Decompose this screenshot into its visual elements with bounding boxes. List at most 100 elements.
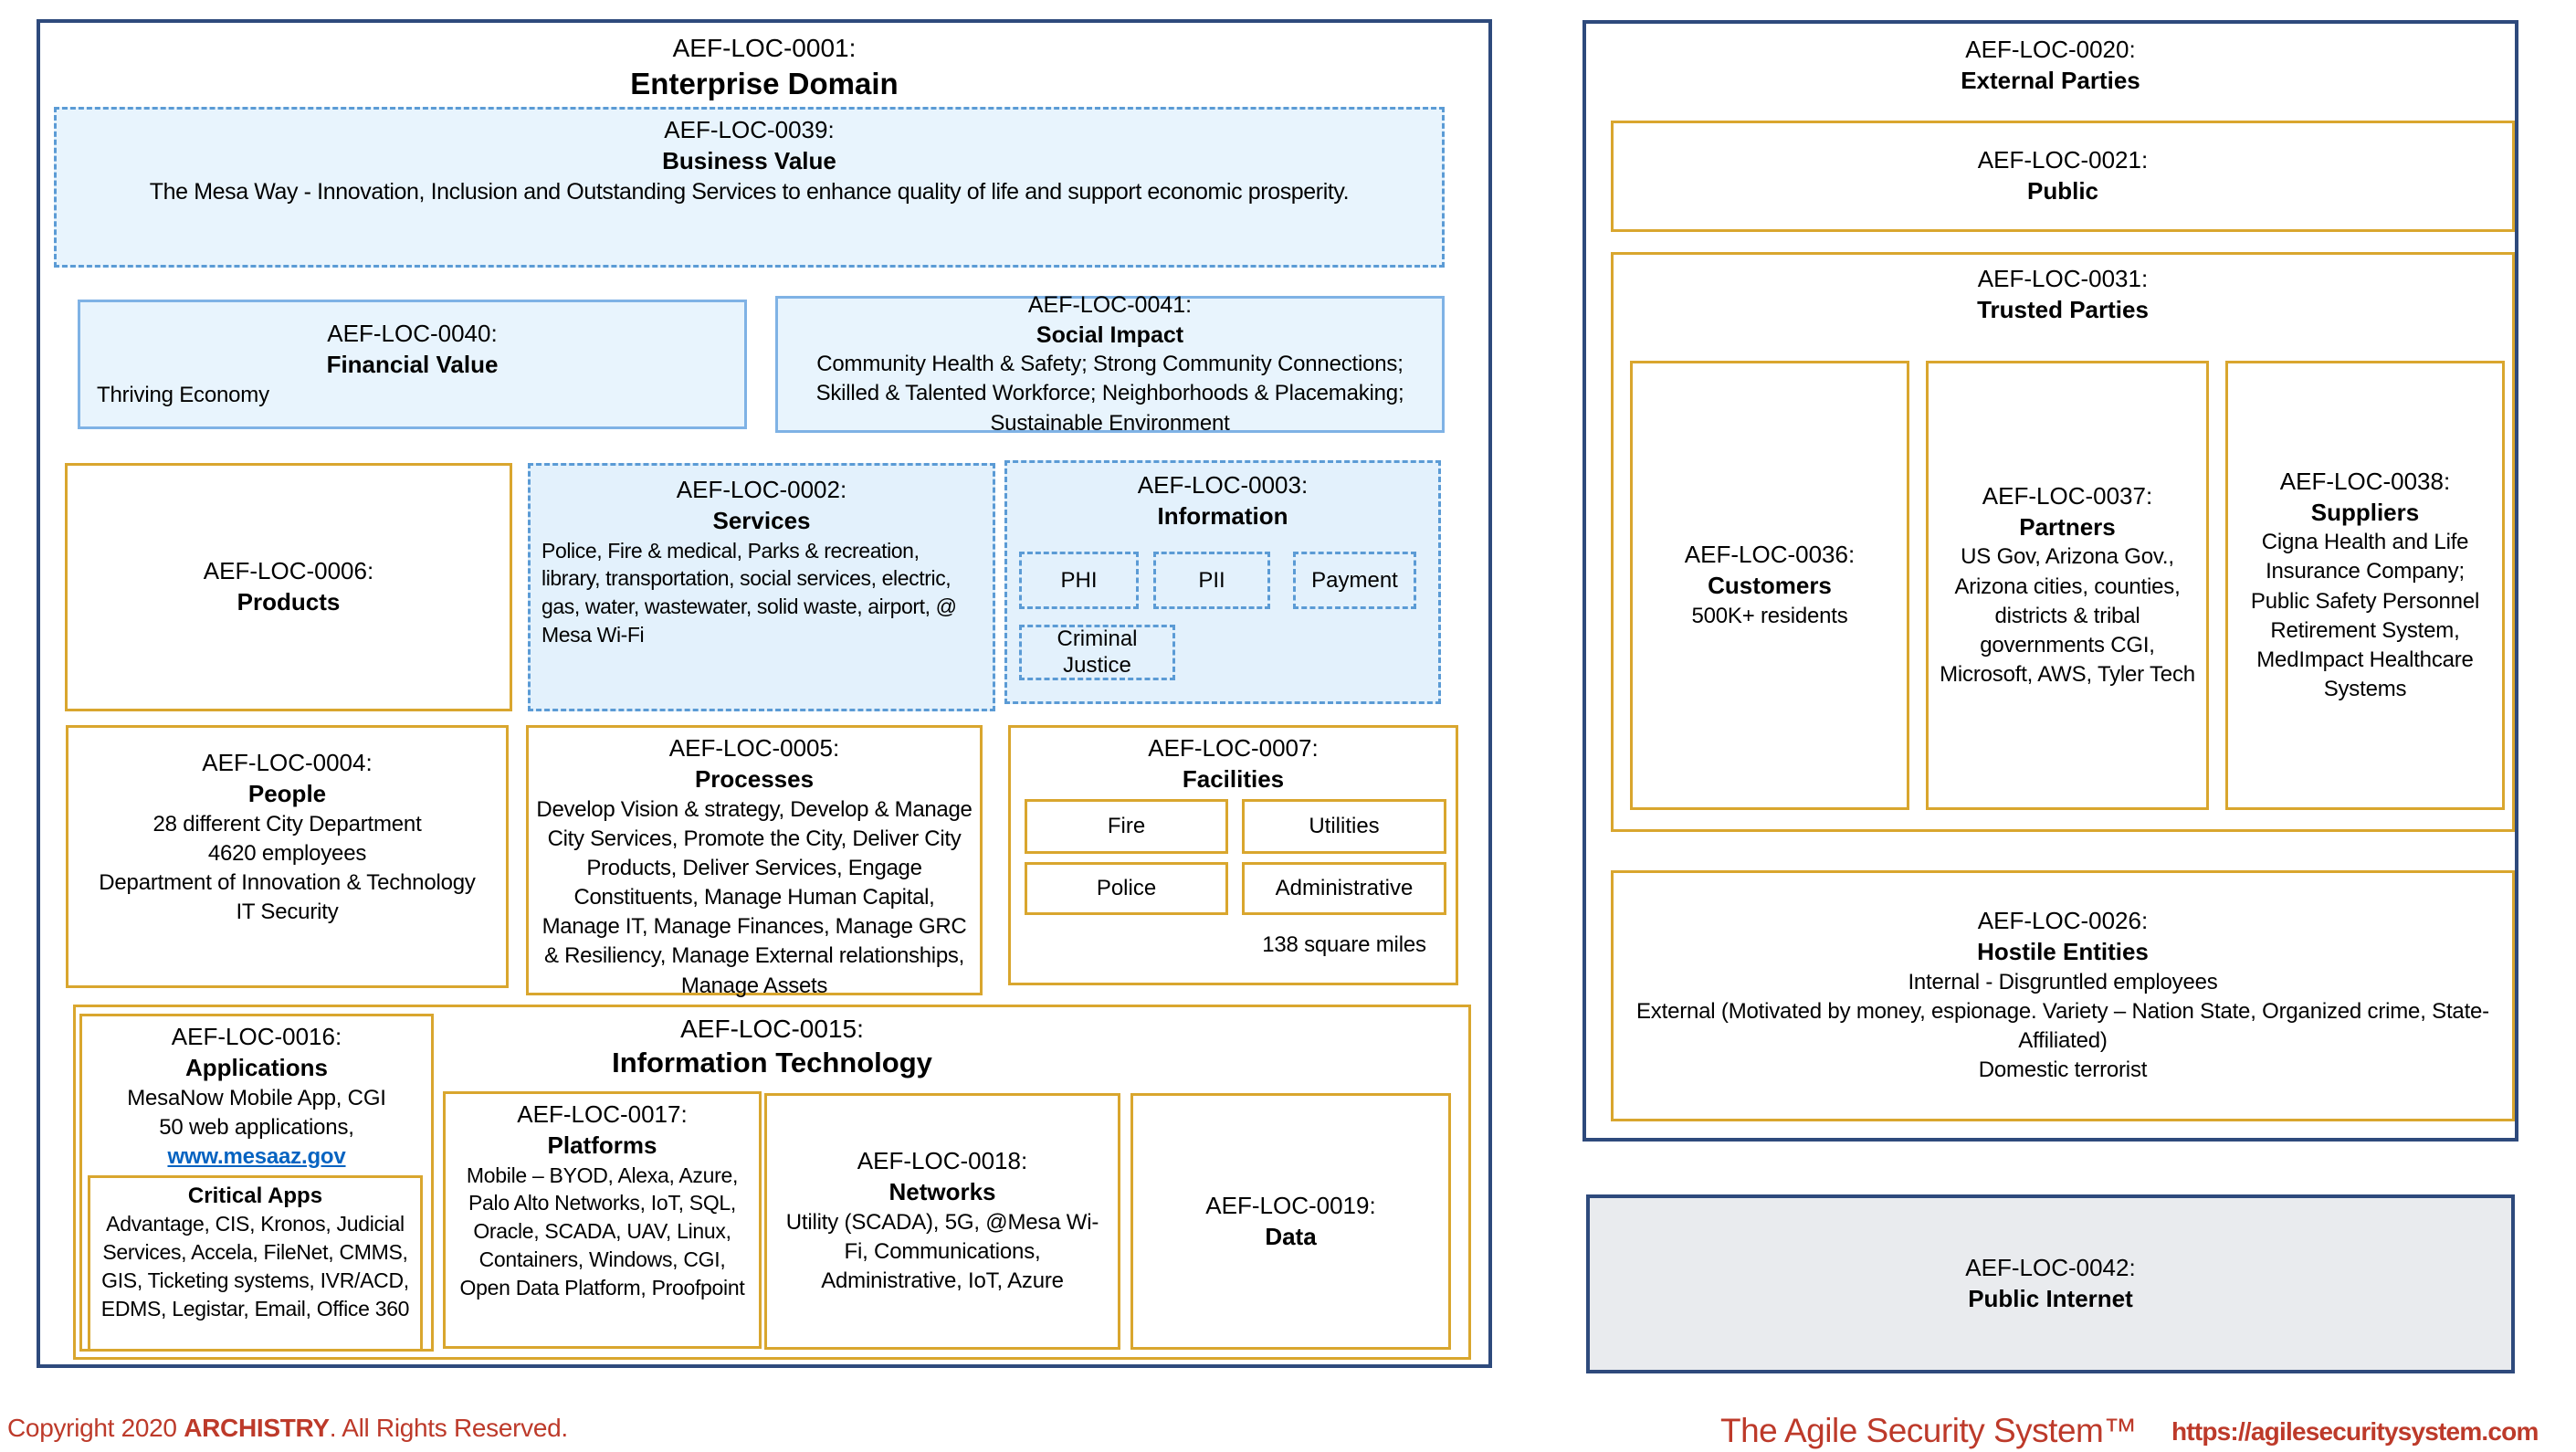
information-box: AEF-LOC-0003: Information PHI PII Paymen… bbox=[1004, 460, 1441, 704]
products-title: Products bbox=[237, 588, 341, 616]
data-code: AEF-LOC-0019: bbox=[1205, 1191, 1376, 1219]
business-value-box: AEF-LOC-0039: Business Value The Mesa Wa… bbox=[54, 107, 1445, 268]
people-box: AEF-LOC-0004: People 28 different City D… bbox=[66, 725, 509, 988]
information-technology-box: AEF-LOC-0015: Information Technology AEF… bbox=[73, 1005, 1471, 1360]
agile-security-url[interactable]: https://agilesecuritysystem.com bbox=[2171, 1417, 2539, 1446]
applications-line2: 50 web applications, bbox=[159, 1114, 354, 1140]
public-internet-title: Public Internet bbox=[1968, 1285, 2133, 1312]
applications-box: AEF-LOC-0016: Applications MesaNow Mobil… bbox=[79, 1014, 434, 1352]
facilities-box: AEF-LOC-0007: Facilities Fire Utilities … bbox=[1008, 725, 1458, 985]
hostile-entities-title: Hostile Entities bbox=[1977, 938, 2149, 966]
business-value-title: Business Value bbox=[662, 146, 836, 174]
financial-value-body: Thriving Economy bbox=[97, 382, 269, 407]
applications-code: AEF-LOC-0016: bbox=[171, 1023, 342, 1050]
trusted-parties-header: AEF-LOC-0031: Trusted Parties bbox=[1614, 264, 2512, 326]
suppliers-code: AEF-LOC-0038: bbox=[2279, 467, 2451, 495]
hostile-entities-line1: Internal - Disgruntled employees bbox=[1908, 969, 2218, 994]
enterprise-domain-header: AEF-LOC-0001: Enterprise Domain bbox=[40, 32, 1488, 103]
networks-code: AEF-LOC-0018: bbox=[857, 1147, 1028, 1175]
partners-body: US Gov, Arizona Gov., Arizona cities, co… bbox=[1940, 544, 2195, 688]
hostile-entities-box: AEF-LOC-0026: Hostile Entities Internal … bbox=[1611, 870, 2515, 1121]
people-line: 28 different City Department bbox=[152, 811, 422, 836]
products-code: AEF-LOC-0006: bbox=[203, 557, 374, 585]
processes-box: AEF-LOC-0005: Processes Develop Vision &… bbox=[526, 725, 983, 998]
customers-title: Customers bbox=[1708, 571, 1832, 599]
enterprise-domain-title: Enterprise Domain bbox=[630, 67, 899, 101]
services-body: Police, Fire & medical, Parks & recreati… bbox=[541, 538, 957, 647]
processes-title: Processes bbox=[694, 764, 815, 793]
information-tag-phi: PHI bbox=[1019, 552, 1139, 609]
data-box: AEF-LOC-0019: Data bbox=[1130, 1093, 1451, 1350]
information-tag-pii: PII bbox=[1153, 552, 1270, 609]
processes-code: AEF-LOC-0005: bbox=[668, 734, 840, 762]
suppliers-box: AEF-LOC-0038: Suppliers Cigna Health and… bbox=[2225, 361, 2505, 810]
information-tag-payment: Payment bbox=[1293, 552, 1416, 609]
facilities-tag-fire: Fire bbox=[1025, 799, 1228, 854]
critical-apps-box: Critical Apps Advantage, CIS, Kronos, Ju… bbox=[88, 1175, 423, 1352]
platforms-code: AEF-LOC-0017: bbox=[517, 1100, 688, 1128]
people-title: People bbox=[247, 779, 327, 807]
facilities-code: AEF-LOC-0007: bbox=[1148, 734, 1319, 762]
facilities-note: 138 square miles bbox=[1262, 932, 1426, 957]
business-value-body: The Mesa Way - Innovation, Inclusion and… bbox=[149, 178, 1350, 205]
services-title: Services bbox=[712, 506, 811, 534]
public-title: Public bbox=[2026, 177, 2098, 205]
people-line: IT Security bbox=[236, 900, 339, 925]
enterprise-domain-code: AEF-LOC-0001: bbox=[672, 34, 857, 62]
copyright-prefix: Copyright 2020 bbox=[7, 1414, 184, 1442]
facilities-tag-utilities: Utilities bbox=[1242, 799, 1446, 854]
information-technology-title: Information Technology bbox=[612, 1047, 932, 1079]
external-parties-title: External Parties bbox=[1961, 66, 2140, 94]
partners-code: AEF-LOC-0037: bbox=[1982, 481, 2153, 510]
customers-code: AEF-LOC-0036: bbox=[1684, 541, 1856, 569]
critical-apps-title: Critical Apps bbox=[187, 1184, 323, 1208]
data-title: Data bbox=[1265, 1222, 1317, 1250]
customers-box: AEF-LOC-0036: Customers 500K+ residents bbox=[1630, 361, 1909, 810]
trusted-parties-code: AEF-LOC-0031: bbox=[1977, 265, 2149, 292]
networks-body: Utility (SCADA), 5G, @Mesa Wi-Fi, Commun… bbox=[785, 1210, 1099, 1294]
copyright-text: Copyright 2020 ARCHISTRY. All Rights Res… bbox=[7, 1414, 568, 1443]
public-box: AEF-LOC-0021: Public bbox=[1611, 121, 2515, 232]
services-box: AEF-LOC-0002: Services Police, Fire & me… bbox=[528, 463, 995, 711]
mesaaz-link[interactable]: www.mesaaz.gov bbox=[167, 1143, 346, 1169]
social-impact-box: AEF-LOC-0041: Social Impact Community He… bbox=[775, 292, 1445, 436]
applications-title: Applications bbox=[184, 1053, 328, 1081]
hostile-entities-line2: External (Motivated by money, espionage.… bbox=[1636, 999, 2489, 1054]
copyright-brand: ARCHISTRY bbox=[184, 1414, 330, 1442]
partners-title: Partners bbox=[2019, 512, 2116, 541]
facilities-title: Facilities bbox=[1182, 764, 1285, 793]
public-code: AEF-LOC-0021: bbox=[1977, 146, 2149, 174]
business-value-code: AEF-LOC-0039: bbox=[664, 116, 835, 143]
platforms-title: Platforms bbox=[547, 1131, 657, 1159]
platforms-box: AEF-LOC-0017: Platforms Mobile – BYOD, A… bbox=[443, 1091, 762, 1349]
trusted-parties-title: Trusted Parties bbox=[1977, 295, 2149, 323]
people-code: AEF-LOC-0004: bbox=[202, 749, 373, 776]
customers-body: 500K+ residents bbox=[1691, 603, 1848, 628]
networks-box: AEF-LOC-0018: Networks Utility (SCADA), … bbox=[764, 1093, 1120, 1350]
information-header: AEF-LOC-0003: Information bbox=[1007, 470, 1438, 532]
external-parties-header: AEF-LOC-0020: External Parties bbox=[1586, 35, 2515, 97]
critical-apps-body: Advantage, CIS, Kronos, Judicial Service… bbox=[100, 1212, 410, 1320]
information-title: Information bbox=[1157, 501, 1288, 530]
social-impact-body: Community Health & Safety; Strong Commun… bbox=[815, 352, 1404, 436]
people-line: 4620 employees bbox=[207, 840, 367, 866]
financial-value-code: AEF-LOC-0040: bbox=[327, 320, 498, 348]
external-parties-code: AEF-LOC-0020: bbox=[1965, 36, 2136, 63]
platforms-body: Mobile – BYOD, Alexa, Azure, Palo Alto N… bbox=[459, 1163, 745, 1299]
facilities-tag-administrative: Administrative bbox=[1242, 862, 1446, 915]
hostile-entities-line3: Domestic terrorist bbox=[1978, 1057, 2148, 1083]
products-box: AEF-LOC-0006: Products bbox=[65, 463, 512, 711]
financial-value-title: Financial Value bbox=[326, 350, 499, 378]
hostile-entities-code: AEF-LOC-0026: bbox=[1977, 907, 2149, 935]
information-technology-header: AEF-LOC-0015: Information Technology bbox=[76, 1013, 1468, 1081]
facilities-header: AEF-LOC-0007: Facilities bbox=[1011, 733, 1456, 795]
agile-security-brand: The Agile Security System™ bbox=[1720, 1412, 2137, 1449]
information-technology-code: AEF-LOC-0015: bbox=[680, 1015, 864, 1043]
information-code: AEF-LOC-0003: bbox=[1137, 471, 1309, 499]
suppliers-title: Suppliers bbox=[2310, 498, 2420, 526]
social-impact-code: AEF-LOC-0041: bbox=[1027, 292, 1193, 319]
suppliers-body: Cigna Health and Life Insurance Company;… bbox=[2250, 530, 2480, 702]
copyright-suffix: . All Rights Reserved. bbox=[329, 1414, 568, 1442]
trusted-parties-box: AEF-LOC-0031: Trusted Parties AEF-LOC-00… bbox=[1611, 252, 2515, 832]
